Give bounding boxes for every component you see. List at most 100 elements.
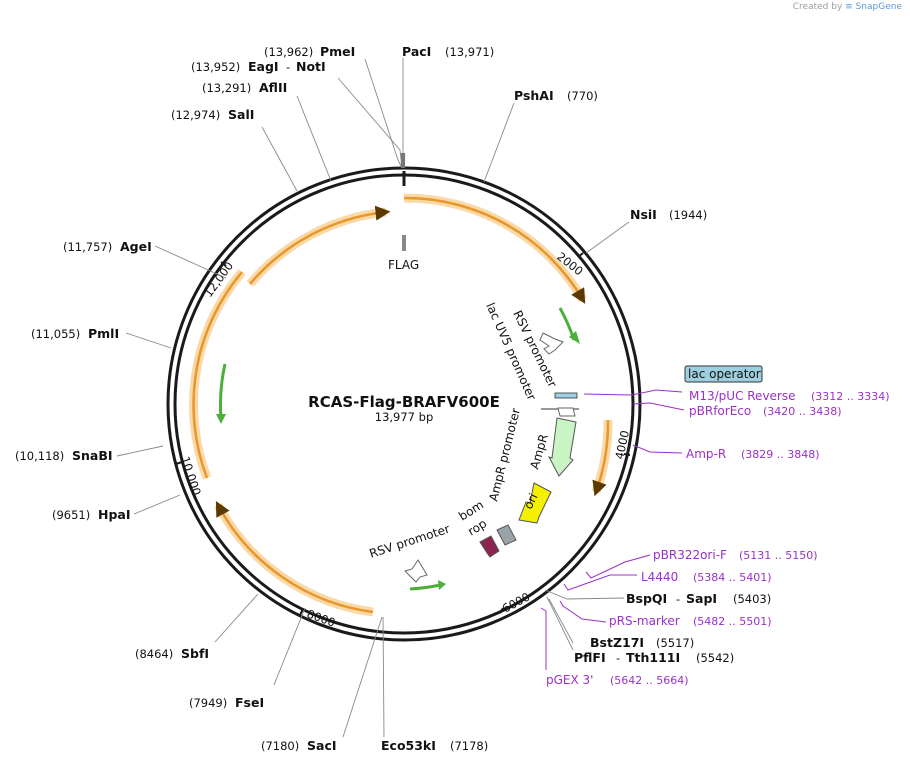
site-connector-eagi: -: [286, 60, 290, 74]
site-sbfi: (8464) SbfI: [135, 646, 209, 661]
site-name-saci: SacI: [307, 738, 337, 753]
site-bstz17i: BstZ17I (5517): [590, 635, 694, 650]
site-ticks: [400, 153, 406, 168]
primer-prs-marker: pRS-marker (5482 .. 5501): [609, 614, 772, 628]
primer-m13-puc-reverse: M13/pUC Reverse (3312 .. 3334): [689, 389, 890, 403]
feature-arc-top-right: [403, 193, 587, 303]
primer-leader-lines: [540, 389, 685, 670]
site-pos-saci: (7180): [261, 739, 299, 753]
orange-feature-arcs: [189, 193, 613, 617]
primer-pos-pgex3: (5642 .. 5664): [610, 674, 689, 687]
site-name-hpai: HpaI: [98, 507, 131, 522]
site-pos-eco53ki: (7178): [450, 739, 488, 753]
lac-uv5-promoter: [554, 392, 578, 399]
primer-name-pgex3: pGEX 3': [546, 673, 593, 687]
primer-pos-pbr322ori: (5131 .. 5150): [739, 549, 818, 562]
green-arrow-bottom: [409, 583, 441, 591]
ampr-promoter-label: AmpR promoter: [486, 407, 523, 503]
site-name-eagi: EagI: [248, 59, 279, 74]
primer-pos-prs: (5482 .. 5501): [693, 615, 772, 628]
site-name-aflii: AflII: [259, 80, 287, 95]
site-name-bspqi: BspQI: [626, 591, 667, 606]
site-name-nsii: NsiI: [630, 207, 657, 222]
tick-label-4000: 4000: [612, 429, 632, 461]
site-pos-paci: (13,971): [445, 45, 494, 59]
site-pmli: (11,055) PmlI: [31, 326, 119, 341]
rop-feature: [496, 524, 517, 546]
site-pos-agei: (11,757): [63, 240, 112, 254]
primer-name-pbr322ori: pBR322ori-F: [653, 548, 727, 562]
feature-arc-left: [189, 269, 246, 480]
site-agei: (11,757) AgeI: [63, 239, 152, 254]
rsv-promoter-top-arrow: [539, 332, 564, 355]
site-name-noti: NotI: [296, 59, 326, 74]
primer-pbrforeco: pBRforEco (3420 .. 3438): [689, 404, 842, 418]
site-pos-sali: (12,974): [171, 108, 220, 122]
site-name-sali: SalI: [228, 107, 254, 122]
site-name-snabi: SnaBI: [72, 448, 113, 463]
site-name-bstz17i: BstZ17I: [590, 635, 644, 650]
site-pos-hpai: (9651): [52, 508, 90, 522]
site-pos-fsei: (7949): [189, 696, 227, 710]
lac-operator-label: lac operator: [688, 367, 761, 381]
primer-pbr322ori-f: pBR322ori-F (5131 .. 5150): [653, 548, 818, 562]
green-feature-arrows: [216, 307, 580, 591]
site-name-eco53ki: Eco53kI: [381, 738, 436, 753]
feature-arc-bottom-left: [214, 502, 374, 617]
site-name-pmli: PmlI: [88, 326, 119, 341]
site-pos-pmei: (13,962): [264, 45, 313, 59]
primer-pos-pbrforeco: (3420 .. 3438): [763, 405, 842, 418]
site-eco53ki: Eco53kI (7178): [381, 738, 488, 753]
site-aflii: (13,291) AflII: [202, 80, 287, 95]
site-leader-lines: [116, 58, 630, 738]
ampr-arrow: [547, 417, 577, 477]
primer-name-pbrforeco: pBRforEco: [689, 404, 751, 418]
feature-arc-top-left: [246, 207, 387, 287]
lac-operator-badge: [684, 365, 763, 383]
site-name-pshai: PshAI: [514, 88, 554, 103]
ampr-promoter-arrow: [557, 407, 576, 417]
ampr-label: AmpR: [527, 432, 550, 470]
primer-l4440: L4440 (5384 .. 5401): [641, 570, 772, 584]
primer-name-l4440: L4440: [641, 570, 678, 584]
snapgene-logo-icon: ≡: [845, 2, 853, 12]
site-pmei: (13,962) PmeI: [264, 44, 355, 59]
site-eagi-noti: (13,952) EagI - NotI: [191, 59, 326, 74]
site-fsei: (7949) FseI: [189, 695, 264, 710]
site-name-pmei: PmeI: [320, 44, 355, 59]
site-pos-aflii: (13,291): [202, 81, 251, 95]
site-pos-bstz17i: (5517): [656, 636, 694, 650]
snapgene-credit: Created by ≡ SnapGene: [793, 2, 902, 12]
primer-pos-m13: (3312 .. 3334): [811, 390, 890, 403]
site-name-paci: PacI: [402, 44, 431, 59]
site-nsii: NsiI (1944): [630, 207, 707, 222]
flag-feature: [402, 235, 406, 251]
site-pos-bspqi: (5403): [733, 592, 771, 606]
site-sali: (12,974) SalI: [171, 107, 254, 122]
site-name-sapi: SapI: [686, 591, 717, 606]
site-name-fsei: FseI: [235, 695, 264, 710]
site-saci: (7180) SacI: [261, 738, 337, 753]
site-paci: PacI (13,971): [402, 44, 494, 59]
site-pos-eagi: (13,952): [191, 60, 240, 74]
site-pflfi-tth111i: PflFI - Tth111I (5542): [574, 650, 734, 665]
credit-brand: SnapGene: [855, 2, 902, 12]
site-pos-sbfi: (8464): [135, 647, 173, 661]
primer-pos-ampr: (3829 .. 3848): [741, 448, 820, 461]
primer-name-ampr: Amp-R: [686, 447, 726, 461]
bom-feature: [479, 535, 500, 558]
site-bspqi-sapi: BspQI - SapI (5403): [626, 591, 771, 606]
site-pos-pmli: (11,055): [31, 327, 80, 341]
site-connector-pflfi: -: [616, 651, 620, 665]
site-pos-pflfi: (5542): [696, 651, 734, 665]
site-connector-bspqi: -: [676, 592, 680, 606]
plasmid-name: RCAS-Flag-BRAFV600E: [308, 393, 500, 411]
site-name-agei: AgeI: [120, 239, 152, 254]
primer-name-m13: M13/pUC Reverse: [689, 389, 796, 403]
primer-amp-r: Amp-R (3829 .. 3848): [686, 447, 820, 461]
tick-4000: 4000: [612, 429, 632, 461]
site-name-pflfi: PflFI: [574, 650, 606, 665]
site-name-sbfi: SbfI: [181, 646, 209, 661]
site-pos-snabi: (10,118): [15, 449, 64, 463]
